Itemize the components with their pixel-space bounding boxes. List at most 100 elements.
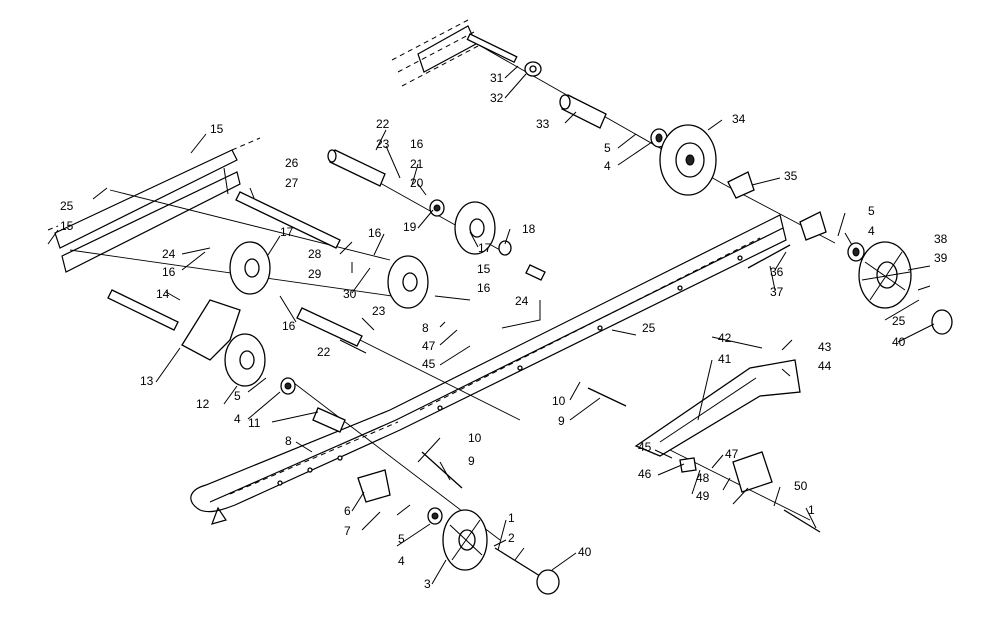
callout-13: 13 bbox=[140, 374, 154, 388]
callout-10: 10 bbox=[552, 394, 566, 408]
cap-40-lower bbox=[536, 569, 560, 595]
callout-10: 10 bbox=[468, 431, 482, 445]
callout-34: 34 bbox=[732, 112, 746, 126]
callout-3: 3 bbox=[424, 577, 431, 591]
arm-6 bbox=[357, 469, 391, 503]
callout-40: 40 bbox=[578, 545, 592, 559]
callout-23: 23 bbox=[376, 137, 390, 151]
callout-labels: 31 32 33 34 5 4 35 5 4 38 39 36 37 25 40… bbox=[60, 71, 948, 591]
callout-15: 15 bbox=[477, 262, 491, 276]
washer-32 bbox=[524, 61, 542, 77]
callout-38: 38 bbox=[934, 232, 948, 246]
callout-20: 20 bbox=[410, 176, 424, 190]
callout-4: 4 bbox=[398, 554, 405, 568]
scraper-arm-41-42 bbox=[634, 359, 801, 457]
callout-22: 22 bbox=[317, 345, 331, 359]
callout-40: 40 bbox=[892, 335, 906, 349]
callout-6: 6 bbox=[344, 504, 351, 518]
callout-4: 4 bbox=[868, 224, 875, 238]
callout-15: 15 bbox=[210, 122, 224, 136]
callout-18: 18 bbox=[522, 222, 536, 236]
wheel-17-middle bbox=[387, 255, 429, 309]
callout-23: 23 bbox=[372, 304, 386, 318]
wheel-38 bbox=[858, 241, 912, 309]
callout-16: 16 bbox=[162, 265, 176, 279]
main-slide-rail bbox=[190, 214, 787, 525]
callout-45: 45 bbox=[638, 440, 652, 454]
callout-41: 41 bbox=[718, 352, 732, 366]
callout-37: 37 bbox=[770, 285, 784, 299]
arm-13 bbox=[181, 299, 241, 361]
callout-11: 11 bbox=[248, 416, 261, 430]
spacer-46 bbox=[679, 457, 697, 473]
bolt-1-right bbox=[783, 509, 821, 533]
bolt-37 bbox=[747, 244, 791, 269]
rail-holes bbox=[277, 255, 743, 486]
wheel-12 bbox=[224, 333, 266, 387]
callout-17: 17 bbox=[478, 241, 492, 255]
spacer-24-right bbox=[525, 264, 546, 281]
shaft-14 bbox=[107, 289, 179, 331]
callout-5: 5 bbox=[398, 532, 405, 546]
wheel-17-upper bbox=[454, 201, 496, 255]
callout-17: 17 bbox=[280, 225, 294, 239]
wheel-3 bbox=[442, 509, 488, 571]
callout-33: 33 bbox=[536, 117, 550, 131]
callout-39: 39 bbox=[934, 251, 948, 265]
centerlines bbox=[69, 39, 836, 541]
callout-1: 1 bbox=[808, 503, 815, 517]
callout-49: 49 bbox=[696, 489, 710, 503]
spacer-11 bbox=[312, 407, 346, 433]
callout-42: 42 bbox=[718, 331, 732, 345]
callout-5: 5 bbox=[868, 204, 875, 218]
shaft-22-lower bbox=[296, 307, 363, 347]
callout-2: 2 bbox=[508, 531, 515, 545]
shaft-26-27 bbox=[235, 191, 341, 249]
callout-8: 8 bbox=[422, 321, 429, 335]
upper-left-rail bbox=[47, 137, 261, 273]
callout-29: 29 bbox=[308, 267, 322, 281]
callout-9: 9 bbox=[558, 414, 565, 428]
callout-45: 45 bbox=[422, 357, 436, 371]
wheel-17-left bbox=[229, 241, 271, 295]
bolt-9-lower bbox=[421, 451, 463, 489]
callout-12: 12 bbox=[196, 397, 210, 411]
callout-30: 30 bbox=[343, 287, 357, 301]
callout-43: 43 bbox=[818, 340, 832, 354]
callout-36: 36 bbox=[770, 265, 784, 279]
callout-16: 16 bbox=[368, 226, 382, 240]
callout-44: 44 bbox=[818, 359, 832, 373]
callout-35: 35 bbox=[784, 169, 798, 183]
callout-31: 31 bbox=[490, 71, 504, 85]
bolt-9-upper bbox=[587, 387, 627, 407]
spacer-tube-33 bbox=[559, 94, 607, 129]
bearing-19 bbox=[429, 199, 445, 217]
top-rail-section bbox=[391, 19, 479, 87]
callout-27: 27 bbox=[285, 176, 299, 190]
callout-9: 9 bbox=[468, 454, 475, 468]
bolt-1-lower bbox=[494, 547, 541, 577]
callout-47: 47 bbox=[725, 447, 739, 461]
callout-14: 14 bbox=[156, 287, 170, 301]
bearing-4c bbox=[280, 377, 296, 395]
callout-7: 7 bbox=[344, 524, 351, 538]
callout-24: 24 bbox=[515, 294, 529, 308]
callout-1: 1 bbox=[508, 511, 515, 525]
callout-32: 32 bbox=[490, 91, 504, 105]
bearing-4b bbox=[847, 242, 865, 262]
bearing-4d bbox=[427, 507, 443, 525]
callout-24: 24 bbox=[162, 247, 176, 261]
bearing-18 bbox=[498, 240, 512, 256]
callout-21: 21 bbox=[410, 157, 424, 171]
callout-47: 47 bbox=[422, 339, 436, 353]
callout-4: 4 bbox=[234, 412, 241, 426]
cap-40-right bbox=[931, 309, 953, 335]
callout-16: 16 bbox=[282, 319, 296, 333]
callout-22: 22 bbox=[376, 117, 390, 131]
callout-16: 16 bbox=[410, 137, 424, 151]
callout-50: 50 bbox=[794, 479, 808, 493]
callout-4: 4 bbox=[604, 159, 611, 173]
shaft-22-top bbox=[327, 149, 386, 187]
callout-16: 16 bbox=[477, 281, 491, 295]
